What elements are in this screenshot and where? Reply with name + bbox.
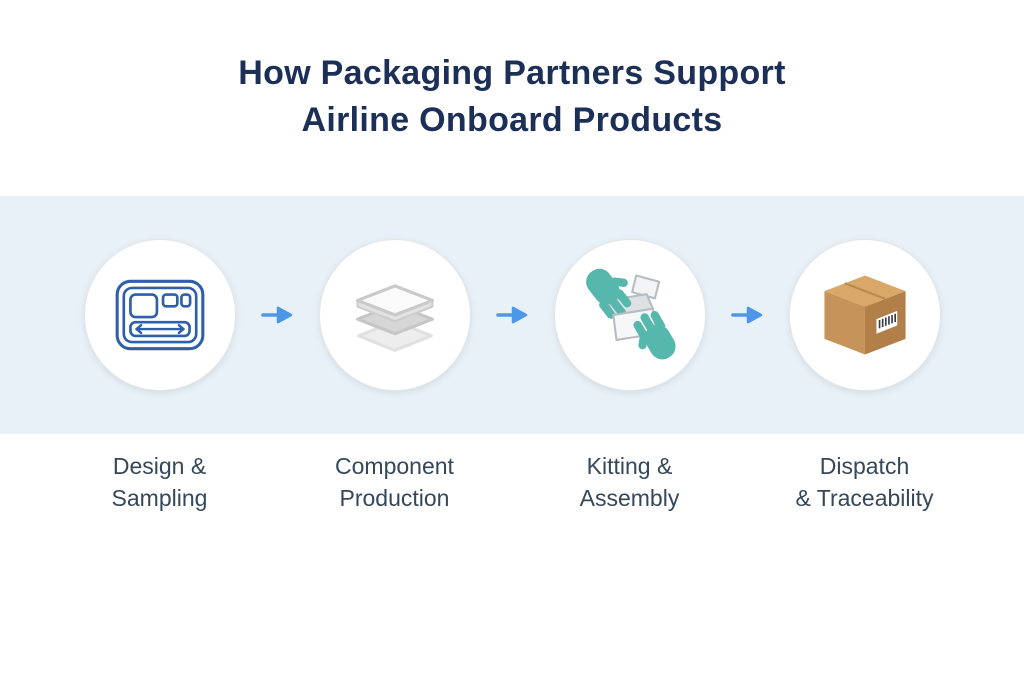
arrow-right-icon (471, 303, 554, 327)
step-label-line: Design & (112, 452, 207, 479)
step-label-line: Sampling (111, 485, 208, 512)
process-band (0, 195, 1024, 434)
gloved-hands-box-icon (585, 268, 676, 360)
shipping-box-icon (823, 275, 906, 355)
step-label-component-production: Component Production (277, 450, 512, 515)
box-lid (630, 274, 660, 300)
page-title: How Packaging Partners Support Airline O… (0, 0, 1024, 144)
step-labels-row: Design & Sampling Component Production K… (0, 450, 1024, 515)
step-label-line: Dispatch (819, 452, 910, 479)
step-circle-dispatch-traceability (788, 238, 941, 391)
stacked-layers-icon (355, 284, 434, 352)
box-left-face (823, 290, 865, 355)
left-glove-icon (585, 268, 631, 319)
arrow-right-icon-svg (496, 306, 528, 324)
step-label-design-sampling: Design & Sampling (42, 450, 277, 515)
step-label-line: Component (335, 452, 454, 479)
step-label-line: Production (339, 485, 450, 512)
title-line-2: Airline Onboard Products (301, 100, 723, 139)
box-flap-seam (843, 282, 886, 300)
step-label-kitting-assembly: Kitting & Assembly (512, 450, 747, 515)
arrow-right-icon (706, 303, 789, 327)
step-label-line: Assembly (579, 485, 680, 512)
arrow-right-icon (236, 303, 319, 327)
step-label-line: & Traceability (795, 485, 934, 512)
step-label-dispatch-traceability: Dispatch & Traceability (747, 450, 982, 515)
arrow-right-icon-svg (731, 306, 763, 324)
right-glove-icon (632, 310, 676, 360)
step-circle-kitting-assembly (553, 238, 706, 391)
barcode-bars (878, 313, 896, 329)
step-circle-component-production (318, 238, 471, 391)
step-label-line: Kitting & (586, 452, 673, 479)
steps-row (83, 238, 941, 391)
title-line-1: How Packaging Partners Support (238, 54, 786, 92)
step-circle-design-sampling (83, 238, 236, 391)
arrow-right-icon-svg (261, 306, 293, 324)
meal-tray-icon (115, 279, 204, 351)
